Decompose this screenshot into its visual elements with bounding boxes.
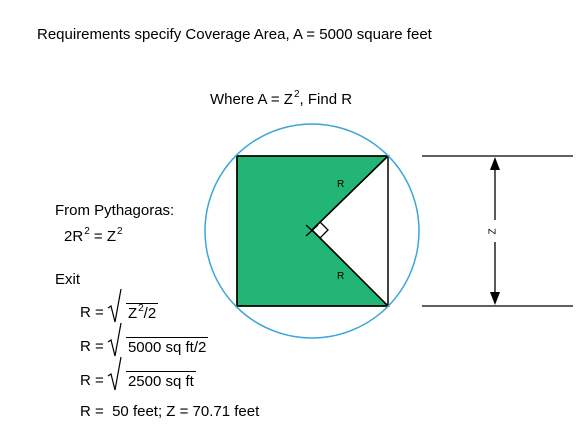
center-mark-b [305, 224, 319, 237]
where-text: Where A = Z2, Find R [210, 89, 353, 108]
where-exponent: 2 [293, 89, 300, 100]
pythagoras-title: From Pythagoras: [55, 202, 175, 219]
radical-sign-2 [107, 322, 122, 357]
right-angle-marker [319, 221, 329, 239]
radical-sign-1 [107, 288, 122, 323]
exit-line-2-radicand: 5000 sq ft/2 [125, 337, 209, 356]
radius-line-top [311, 155, 389, 231]
pythagoras-equation: 2R2 = Z2 [64, 226, 123, 245]
z-dimension-label: Z [487, 228, 499, 235]
exit-line-1-z: Z [127, 305, 138, 322]
dimension-arrow-head-up [490, 157, 500, 170]
where-prefix: Where A = Z [210, 91, 293, 108]
exit-line-1-prefix: R = [80, 304, 108, 321]
exit-line-1-exponent: 2 [138, 303, 144, 314]
square-outline [236, 155, 389, 307]
exit-line-1-rest: /2 [143, 305, 157, 322]
exit-line-4: R = 50 feet; Z = 70.71 feet [80, 403, 260, 420]
radical-sign-3 [107, 356, 122, 391]
pythagoras-mid: = Z [89, 228, 117, 245]
pythagoras-lhs-exponent: 2 [84, 226, 90, 237]
exit-line-2-prefix: R = [80, 338, 108, 355]
requirement-text: Requirements specify Coverage Area, A = … [37, 26, 432, 43]
exit-line-1-radicand: Z2/2 [125, 303, 159, 322]
exit-line-3-prefix: R = [80, 372, 108, 389]
exit-line-2: R = 5000 sq ft/2 [80, 336, 209, 356]
radius-label-bottom: R [337, 271, 345, 282]
pythagoras-lhs: 2R [64, 228, 84, 245]
dimension-arrow-head-down [490, 292, 500, 305]
exit-line-3-radicand: 2500 sq ft [125, 371, 196, 390]
coverage-circle [204, 123, 420, 339]
exit-line-1: R = Z2/2 [80, 302, 159, 322]
exit-title: Exit [55, 271, 81, 288]
radius-line-bottom [311, 229, 389, 307]
pythagoras-rhs-exponent: 2 [117, 226, 123, 237]
radius-label-top: R [337, 179, 345, 190]
where-suffix: , Find R [299, 91, 353, 108]
exit-line-3: R = 2500 sq ft [80, 370, 196, 390]
